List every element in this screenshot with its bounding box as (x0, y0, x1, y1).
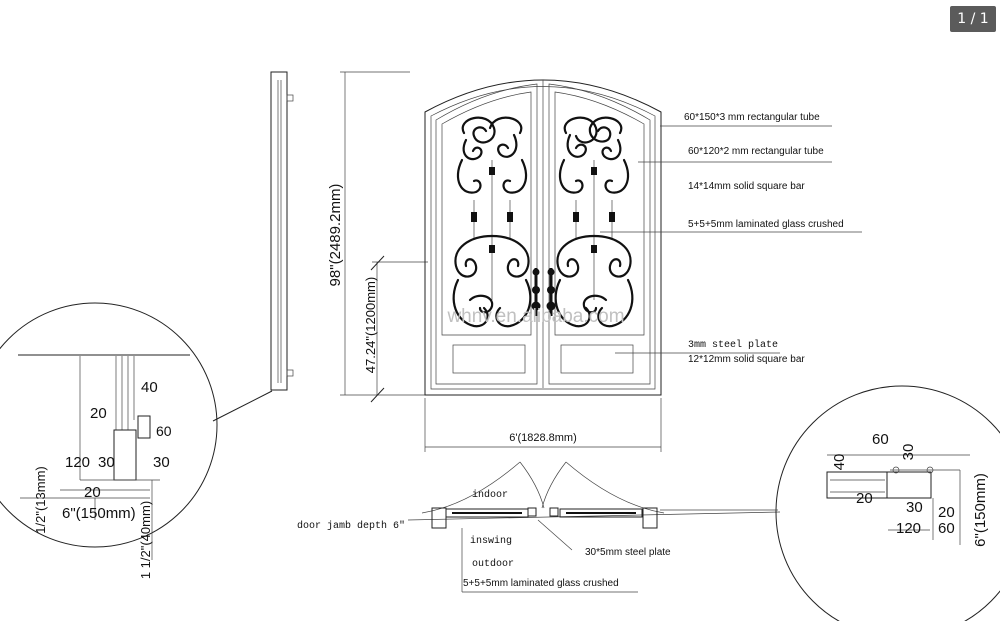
left-d60: 60 (156, 423, 172, 439)
right-depth-label: 6"(150mm) (972, 473, 989, 547)
right-leaf-scrollwork (554, 116, 634, 328)
callout-steel-plate: 3mm steel plate (688, 339, 778, 351)
door-handles (531, 268, 556, 316)
width-label: 6'(1828.8mm) (509, 432, 577, 444)
callout-glass-top: 5+5+5mm laminated glass crushed (688, 219, 844, 230)
callout-square-bar-14: 14*14mm solid square bar (688, 181, 805, 192)
right-d20: 20 (856, 490, 873, 507)
left-d30b: 30 (153, 454, 170, 471)
right-d40: 40 (831, 454, 848, 471)
right-d60: 60 (872, 431, 889, 448)
right-d120: 120 (896, 520, 921, 537)
door-elevation (424, 79, 662, 396)
left-d20: 20 (90, 405, 107, 422)
right-detail-circle (660, 385, 1000, 621)
callout-tube-large: 60*150*3 mm rectangular tube (684, 112, 820, 123)
plan-outdoor: outdoor (472, 558, 514, 570)
left-one-half-inch: 1 1/2"(40mm) (138, 501, 153, 579)
right-d20b: 20 (938, 504, 955, 521)
plan-inswing: inswing (470, 535, 512, 547)
side-profile (212, 71, 294, 422)
right-d30: 30 (900, 444, 917, 461)
height-label: 98"(2489.2mm) (327, 184, 344, 287)
page-indicator[interactable]: 1 / 1 (950, 6, 996, 32)
left-depth-label: 6"(150mm) (62, 505, 136, 522)
right-d30b: 30 (906, 499, 923, 516)
left-detail-circle (0, 302, 218, 560)
plan-glass: 5+5+5mm laminated glass crushed (463, 578, 619, 589)
plan-view (407, 461, 781, 593)
height-dimension (340, 71, 432, 403)
left-half-inch: 1/2"(13mm) (33, 466, 48, 533)
left-leaf-scrollwork (452, 116, 532, 328)
callout-tube-small: 60*120*2 mm rectangular tube (688, 146, 824, 157)
right-d60b: 60 (938, 520, 955, 537)
left-d20b: 20 (84, 484, 101, 501)
watermark: whnv.en.alibaba.com (446, 306, 624, 327)
callout-square-bar-12: 12*12mm solid square bar (688, 354, 805, 365)
width-dimension (424, 398, 662, 452)
left-d120: 120 (65, 454, 90, 471)
handle-height-label: 47.24"(1200mm) (363, 277, 378, 373)
plan-steel-plate: 30*5mm steel plate (585, 547, 671, 558)
plan-jamb-depth: door jamb depth 6" (297, 520, 405, 532)
left-d30a: 30 (98, 454, 115, 471)
left-d40: 40 (141, 379, 158, 396)
plan-indoor: indoor (472, 489, 508, 501)
callout-leaders (600, 125, 862, 354)
